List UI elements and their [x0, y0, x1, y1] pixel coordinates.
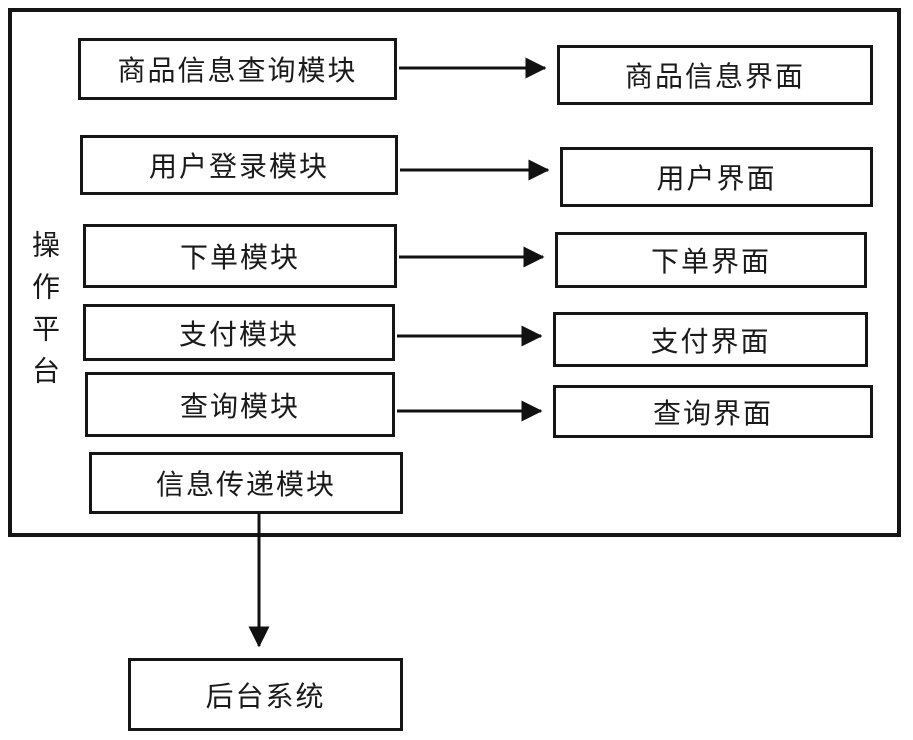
interface-box-payment: 支付界面: [553, 312, 868, 367]
module-label: 下单模块: [179, 243, 300, 274]
module-box-user-login: 用户登录模块: [80, 135, 398, 195]
module-box-product-info-query: 商品信息查询模块: [78, 38, 397, 100]
interface-label: 商品信息界面: [624, 62, 805, 93]
module-label: 信息传递模块: [155, 470, 336, 501]
backend-system-box: 后台系统: [128, 658, 403, 731]
interface-label: 下单界面: [650, 247, 771, 278]
module-box-query: 查询模块: [85, 372, 395, 437]
interface-label: 用户界面: [656, 164, 777, 195]
module-label: 用户登录模块: [148, 152, 329, 183]
module-label: 支付模块: [178, 319, 299, 351]
interface-box-user: 用户界面: [560, 147, 873, 207]
operation-platform-label: 操作平台: [28, 230, 59, 398]
module-box-info-transfer: 信息传递模块: [89, 452, 403, 514]
interface-box-order: 下单界面: [555, 232, 867, 288]
interface-label: 查询界面: [652, 398, 773, 430]
module-box-order: 下单模块: [83, 224, 397, 288]
backend-label: 后台系统: [205, 681, 326, 713]
module-box-payment: 支付模块: [83, 304, 395, 361]
interface-box-query: 查询界面: [553, 385, 873, 438]
interface-box-product-info: 商品信息界面: [557, 45, 873, 105]
module-label: 查询模块: [179, 391, 300, 423]
interface-label: 支付界面: [650, 326, 771, 358]
module-label: 商品信息查询模块: [117, 56, 358, 87]
